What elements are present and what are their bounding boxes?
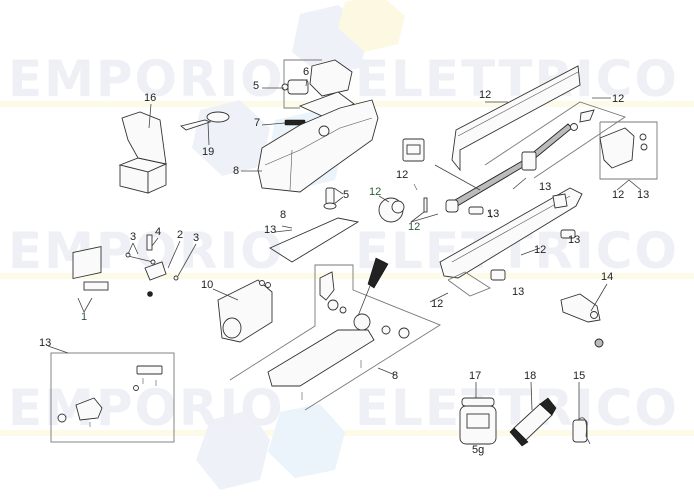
- callout-8: 8: [392, 370, 398, 382]
- callout-10: 10: [201, 279, 213, 291]
- part-19-key: [180, 111, 230, 146]
- callout-12: 12: [431, 298, 443, 310]
- part-10-motor: [212, 279, 273, 343]
- callout-labels: 16 19 5 6 7 8 5 8 13 3 4 2 3 1 10 13 8 1…: [39, 66, 649, 456]
- callout-13: 13: [512, 286, 524, 298]
- callout-13: 13: [487, 208, 499, 220]
- callout-12: 12: [612, 189, 624, 201]
- callout-18: 18: [524, 370, 536, 382]
- watermark-hexagon: [196, 410, 270, 490]
- part-13-terminal-kit: [47, 345, 175, 443]
- callout-13: 13: [39, 337, 51, 349]
- callout-14: 14: [601, 271, 613, 283]
- callout-3: 3: [130, 231, 136, 243]
- callout-8: 8: [233, 165, 239, 177]
- callout-1: 1: [81, 311, 87, 323]
- callout-12: 12: [369, 186, 381, 198]
- part-17-grease-jar: [459, 382, 497, 445]
- part-8-base-housing: [229, 257, 441, 411]
- callout-19: 19: [202, 146, 214, 158]
- callout-13: 13: [568, 234, 580, 246]
- callout-13: 13: [637, 189, 649, 201]
- part-15-capacitor: [572, 382, 591, 445]
- watermark-text: EMPORIO: [8, 50, 285, 108]
- callout-12: 12: [408, 221, 420, 233]
- callout-13: 13: [539, 181, 551, 193]
- callout-5: 5: [253, 80, 259, 92]
- watermark-text: EMPORIO: [8, 379, 285, 437]
- watermark-text: EMPORIO: [8, 222, 285, 280]
- callout-12: 12: [534, 244, 546, 256]
- watermark-band: [0, 273, 694, 279]
- callout-12: 12: [396, 169, 408, 181]
- callout-12: 12: [612, 93, 624, 105]
- watermark-band: [0, 430, 694, 436]
- callout-3: 3: [193, 232, 199, 244]
- watermark-hexagon: [338, 0, 405, 52]
- callout-2: 2: [177, 229, 183, 241]
- part-12-screw-shaft-assembly: [402, 65, 658, 213]
- callout-8: 8: [280, 209, 286, 221]
- callout-7: 7: [254, 117, 260, 129]
- callout-5: 5: [343, 189, 349, 201]
- grease-amount-label: 5g: [472, 444, 484, 456]
- part-12-gear-and-pins: [378, 183, 439, 223]
- part-16-box: [118, 103, 168, 194]
- part-1-4-bracket-set: [72, 234, 197, 313]
- part-18-grease-tube: [509, 381, 557, 447]
- part-14-rear-bracket: [560, 283, 608, 348]
- part-8-cover-assembly: [241, 59, 379, 193]
- callout-16: 16: [144, 92, 156, 104]
- callout-4: 4: [155, 226, 161, 238]
- callout-12: 12: [479, 89, 491, 101]
- callout-13: 13: [264, 224, 276, 236]
- callout-15: 15: [573, 370, 585, 382]
- callout-17: 17: [469, 370, 481, 382]
- part-5-pin-and-gasket: [269, 187, 360, 263]
- watermark-hexagon: [192, 100, 270, 176]
- callout-6: 6: [303, 66, 309, 78]
- watermark-hexagon: [268, 404, 345, 478]
- part-12-base-rail: [429, 177, 583, 303]
